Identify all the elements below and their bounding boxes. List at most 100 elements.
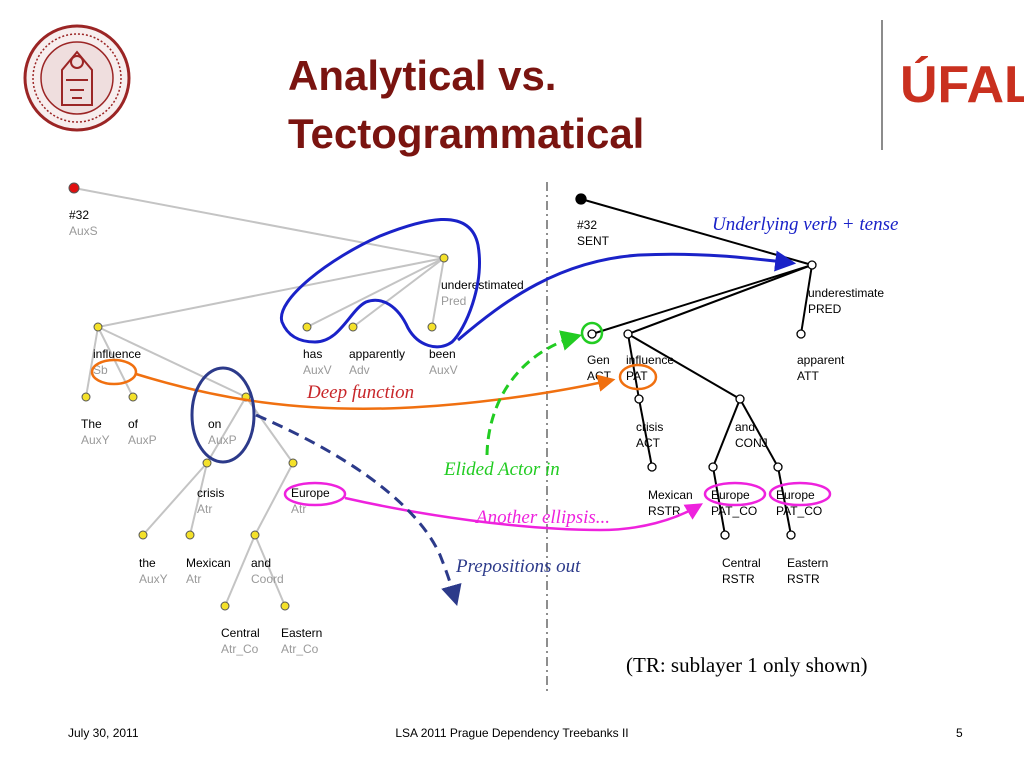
aux-verbs-loop (279, 218, 481, 349)
t-word-crisis: crisis (636, 420, 663, 434)
a-node-root[interactable] (68, 182, 80, 194)
a-func-mexican: Atr (186, 572, 201, 586)
a-word-been: been (429, 347, 456, 361)
t-func-root: SENT (577, 234, 610, 248)
sublayer-note: (TR: sublayer 1 only shown) (626, 653, 867, 677)
footer-center: LSA 2011 Prague Dependency Treebanks II (395, 726, 628, 740)
a-word-the-2: the (139, 556, 156, 570)
another-ellipsis-label: Another ellipsis... (474, 507, 610, 528)
t-europe-1-highlight (703, 481, 767, 507)
t-node-gen[interactable] (587, 329, 597, 339)
ufal-logo-icon: ÚFAL (881, 20, 1024, 150)
a-word-of: of (128, 417, 139, 431)
t-func-pred: PRED (808, 302, 842, 316)
t-node-crisis[interactable] (634, 394, 644, 404)
prepositions-out-arrow (255, 413, 462, 607)
a-node-eastern[interactable] (280, 601, 290, 611)
ellipsis-arrow (344, 496, 704, 532)
page-number: 5 (956, 726, 963, 740)
elided-actor-arrow (485, 330, 583, 456)
a-node-apparently[interactable] (348, 322, 358, 332)
a-node-the[interactable] (81, 392, 91, 402)
sb-highlight (90, 358, 138, 386)
a-word-eastern: Eastern (281, 626, 322, 640)
t-func-apparent: ATT (797, 369, 819, 383)
a-func-apparently: Adv (349, 363, 370, 377)
tecto-edges (580, 198, 813, 536)
t-node-and[interactable] (735, 394, 745, 404)
t-func-crisis: ACT (636, 436, 661, 450)
t-func-mexican: RSTR (648, 504, 681, 518)
t-node-eastern[interactable] (786, 530, 796, 540)
title-line-2: Tectogrammatical (288, 110, 644, 157)
t-node-pred[interactable] (807, 260, 817, 270)
a-node-crisis[interactable] (202, 458, 212, 468)
a-node-mexican[interactable] (185, 530, 195, 540)
t-node-europe-1[interactable] (708, 462, 718, 472)
a-func-the: AuxY (81, 433, 110, 447)
a-word-apparently: apparently (349, 347, 405, 361)
t-node-central[interactable] (720, 530, 730, 540)
t-func-europe-1: PAT_CO (711, 504, 757, 518)
t-word-apparent: apparent (797, 353, 845, 367)
a-word-root: #32 (69, 208, 89, 222)
t-func-and: CONJ (735, 436, 768, 450)
verb-tense-label: Underlying verb + tense (712, 214, 898, 235)
a-func-been: AuxV (429, 363, 458, 377)
a-func-central: Atr_Co (221, 642, 259, 656)
t-word-central: Central (722, 556, 761, 570)
a-node-europe[interactable] (288, 458, 298, 468)
t-word-pred: underestimate (808, 286, 884, 300)
t-word-root: #32 (577, 218, 597, 232)
deep-function-label: Deep function (306, 382, 414, 403)
elided-actor-label: Elided Actor in (443, 459, 560, 480)
t-europe-2-highlight (768, 481, 832, 507)
a-word-europe: Europe (291, 486, 330, 500)
a-node-the-2[interactable] (138, 530, 148, 540)
a-node-and[interactable] (250, 530, 260, 540)
footer-date: July 30, 2011 (68, 726, 139, 740)
a-func-the-2: AuxY (139, 572, 168, 586)
tecto-labels: #32 SENT underestimate PRED Gen ACT infl… (577, 218, 884, 586)
a-func-root: AuxS (69, 224, 98, 238)
t-word-europe-1: Europe (711, 488, 750, 502)
deep-function-arrow (135, 372, 616, 411)
a-node-pred[interactable] (439, 253, 449, 263)
t-node-europe-2[interactable] (773, 462, 783, 472)
a-word-crisis: crisis (197, 486, 224, 500)
t-node-root[interactable] (575, 193, 587, 205)
t-word-gen: Gen (587, 353, 610, 367)
a-node-influence[interactable] (93, 322, 103, 332)
t-word-influence: influence (626, 353, 674, 367)
a-node-been[interactable] (427, 322, 437, 332)
t-node-influence[interactable] (623, 329, 633, 339)
verb-tense-arrow (457, 250, 797, 342)
a-word-mexican: Mexican (186, 556, 231, 570)
a-node-of[interactable] (128, 392, 138, 402)
t-word-and: and (735, 420, 755, 434)
t-word-mexican: Mexican (648, 488, 693, 502)
a-europe-highlight (283, 481, 347, 507)
a-word-and: and (251, 556, 271, 570)
preposition-highlight (190, 366, 256, 464)
t-func-influence: PAT (626, 369, 648, 383)
a-node-central[interactable] (220, 601, 230, 611)
t-word-eastern: Eastern (787, 556, 828, 570)
analytical-edges (73, 187, 445, 607)
a-func-influence: Sb (93, 363, 108, 377)
a-word-has: has (303, 347, 322, 361)
a-func-pred: Pred (441, 294, 466, 308)
t-node-mexican[interactable] (647, 462, 657, 472)
prepositions-out-label: Prepositions out (455, 556, 581, 577)
a-func-crisis: Atr (197, 502, 212, 516)
a-func-has: AuxV (303, 363, 332, 377)
a-word-influence: influence (93, 347, 141, 361)
t-func-central: RSTR (722, 572, 755, 586)
a-node-has[interactable] (302, 322, 312, 332)
a-func-on: AuxP (208, 433, 237, 447)
title-line-1: Analytical vs. (288, 52, 556, 99)
t-word-europe-2: Europe (776, 488, 815, 502)
t-node-apparent[interactable] (796, 329, 806, 339)
a-func-of: AuxP (128, 433, 157, 447)
